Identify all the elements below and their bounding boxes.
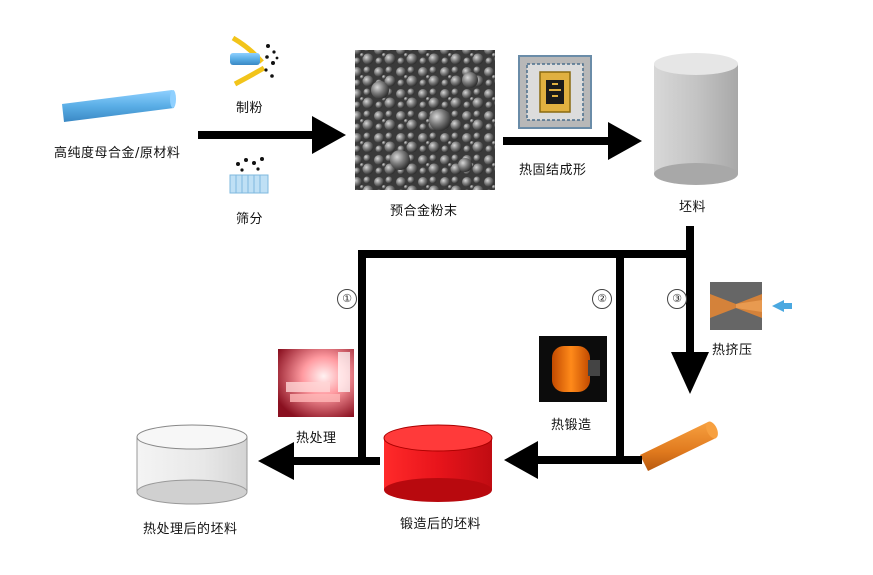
label-raw-material: 高纯度母合金/原材料 — [54, 146, 181, 161]
heat-treatment-photo — [278, 349, 354, 417]
sieving-icon — [229, 157, 269, 194]
heat-treated-billet-cylinder — [136, 424, 248, 505]
powder-micrograph — [355, 50, 495, 190]
arrow-to-billet — [503, 122, 642, 160]
label-prealloy-powder: 预合金粉末 — [390, 204, 458, 219]
label-hot-forging: 热锻造 — [551, 418, 592, 433]
label-hot-extrusion: 热挤压 — [712, 343, 753, 358]
route-number-2: ② — [592, 289, 612, 309]
route-number-1: ① — [337, 289, 357, 309]
route-number-3: ③ — [667, 289, 687, 309]
raw-material-rod — [62, 90, 176, 122]
billet-cylinder — [654, 53, 738, 185]
powder-making-icon — [230, 35, 279, 87]
hot-forging-photo — [539, 336, 607, 402]
arrow-to-forged — [504, 441, 642, 479]
forged-billet-cylinder — [383, 424, 493, 502]
arrow-to-powder — [198, 116, 346, 154]
label-billet: 坯料 — [679, 200, 707, 215]
route-connector — [358, 226, 709, 465]
label-heat-treatment: 热处理 — [296, 431, 337, 446]
label-powder-making: 制粉 — [236, 101, 264, 116]
hip-consolidation-icon — [518, 55, 592, 129]
label-forged-billet: 锻造后的坯料 — [400, 517, 482, 532]
label-sieving: 筛分 — [236, 212, 264, 227]
extruded-rod — [640, 421, 718, 471]
arrow-to-heat-treated — [258, 442, 380, 480]
label-heat-treated-billet: 热处理后的坯料 — [143, 522, 238, 537]
label-hip-forming: 热固结成形 — [519, 163, 587, 178]
extrusion-die-icon — [710, 282, 792, 330]
